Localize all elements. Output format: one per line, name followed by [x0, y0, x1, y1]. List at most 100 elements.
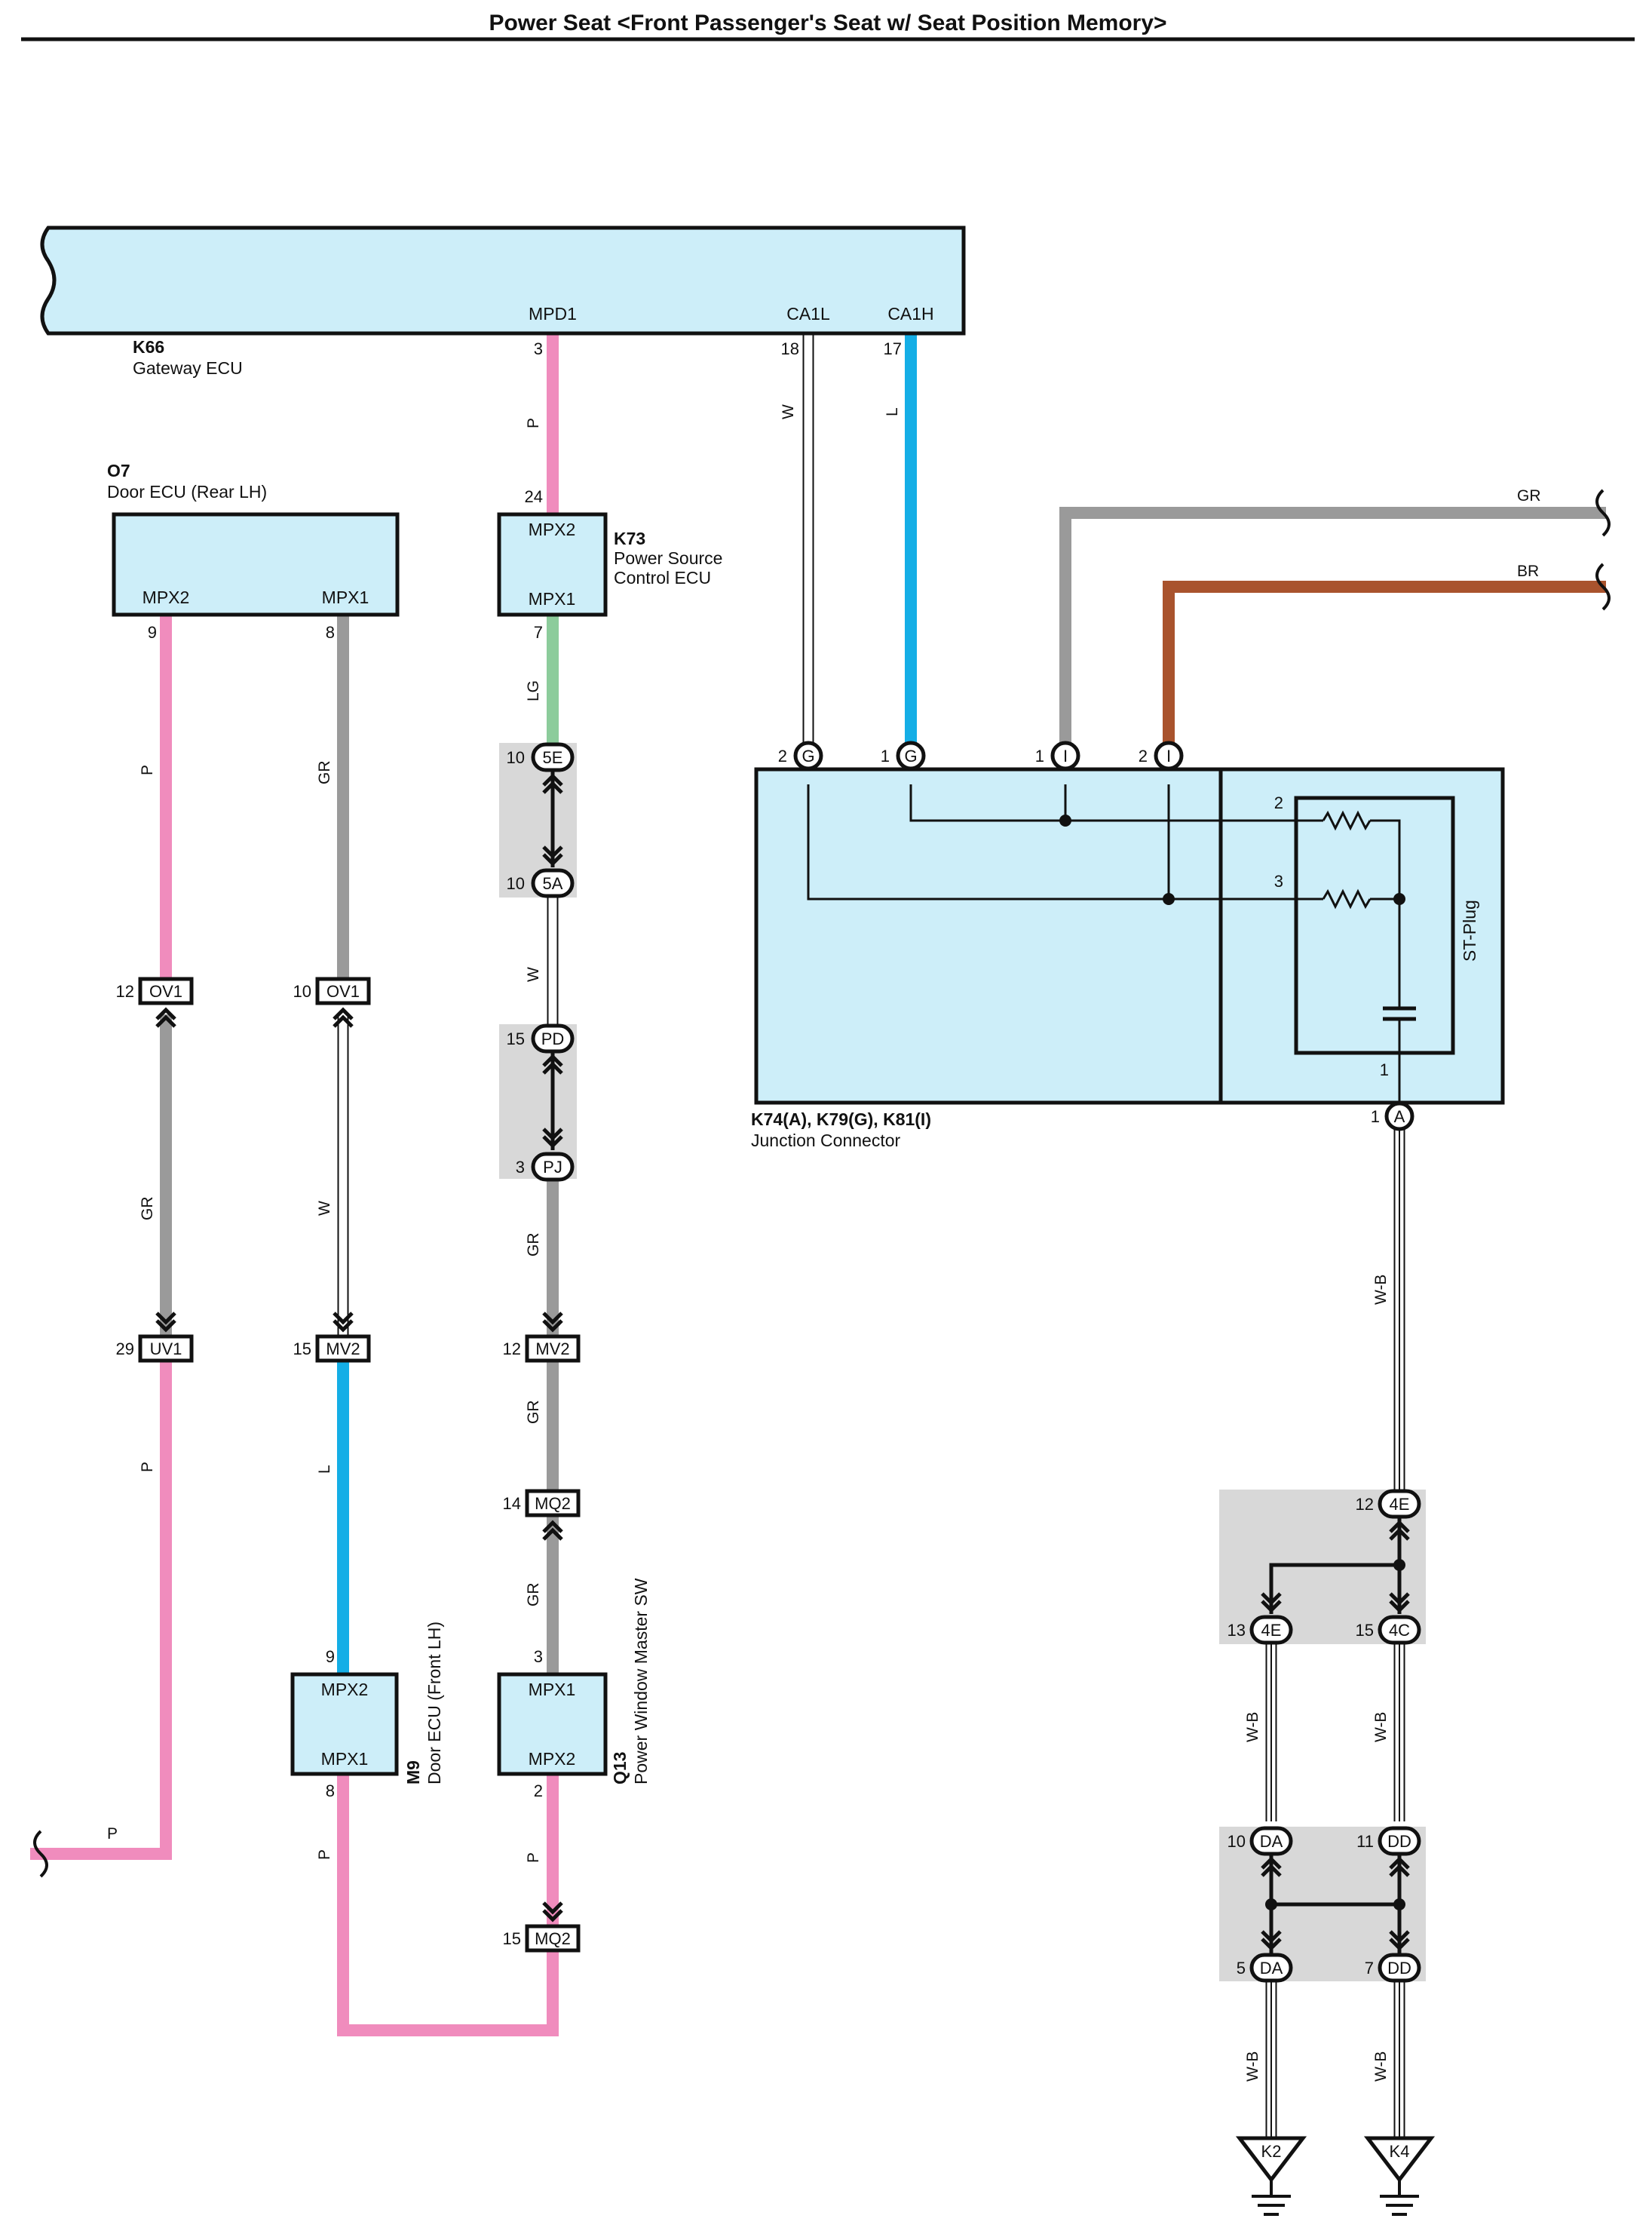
circuit-node-i2	[1163, 893, 1175, 905]
connector-4c-label: 4C	[1389, 1621, 1410, 1640]
joint-4e-node	[1393, 1559, 1405, 1571]
connector-uv1	[138, 1334, 194, 1363]
ground-triangle-icon	[1363, 2136, 1436, 2183]
connector-4e-left-label: 4E	[1261, 1621, 1282, 1640]
stplug-bus-top	[1370, 819, 1401, 1008]
q13-power-window-master-sw: MPX1 MPX2 Q13 Power Window Master SW 3 2	[497, 1578, 651, 1800]
break-mark-br	[1595, 563, 1611, 611]
o7-terminal-mpx2: MPX2	[143, 588, 190, 607]
pin-i2: 2	[1139, 747, 1148, 766]
junction-name: Junction Connector	[751, 1131, 901, 1150]
wire-label-wb: W-B	[1372, 1712, 1390, 1742]
pin-res-top: 2	[1274, 793, 1283, 812]
pin-k66-ca1h: 17	[884, 339, 902, 358]
k66-terminal-ca1l: CA1L	[786, 304, 830, 324]
connector-mv2-m9	[315, 1334, 371, 1363]
connector-mv2-q13	[525, 1334, 581, 1363]
connector-5e-label: 5E	[543, 748, 563, 767]
connector-5a-label: 5A	[543, 874, 563, 893]
resistor-top	[1322, 810, 1372, 831]
connector-4e-top-label: 4E	[1390, 1495, 1410, 1514]
connector-da-bottom-label: DA	[1260, 1959, 1283, 1978]
pin-o7-mpx2: 9	[148, 623, 157, 642]
m9-box	[290, 1672, 399, 1776]
circuit-node-i1	[1059, 815, 1071, 827]
terminal-i1-label: I	[1063, 747, 1068, 766]
pin-g1: 1	[881, 747, 890, 766]
pin-5a: 10	[507, 874, 525, 893]
k73-code: K73	[614, 529, 645, 548]
terminal-g2-label: G	[801, 747, 814, 766]
o7-name: Door ECU (Rear LH)	[107, 482, 267, 502]
page-title: Power Seat <Front Passenger's Seat w/ Se…	[489, 11, 1166, 35]
pin-ov1-gr: 10	[293, 982, 311, 1001]
wire-label-p: P	[316, 1849, 333, 1860]
wire-label-w: W	[525, 967, 542, 982]
pin-4c: 15	[1356, 1621, 1374, 1640]
connector-da-top	[1249, 1826, 1293, 1856]
wire-label-wb: W-B	[1244, 2051, 1261, 2082]
resistor-bottom	[1322, 888, 1372, 910]
ground-k4-label: K4	[1390, 2142, 1410, 2161]
connector-ov1-p-label: OV1	[149, 982, 182, 1001]
pin-a1: 1	[1371, 1107, 1380, 1126]
connector-4e-top	[1378, 1489, 1421, 1519]
stplug-inner-frame	[1294, 796, 1455, 1055]
wire-label-gr: GR	[1517, 487, 1541, 505]
pin-res-bottom: 3	[1274, 872, 1283, 891]
o7-code: O7	[107, 461, 130, 480]
q13-terminal-mpx1: MPX1	[529, 1680, 576, 1699]
k66-name: Gateway ECU	[133, 358, 243, 378]
wire-label-br: BR	[1517, 563, 1539, 580]
connector-dd-bottom	[1378, 1953, 1421, 1983]
pin-mq2-top: 14	[503, 1494, 521, 1513]
ground-k2: K2	[1235, 2136, 1307, 2216]
k73-power-source-control-ecu: MPX2 MPX1 K73 Power Source Control ECU 2…	[497, 487, 722, 642]
pin-q13-mpx2: 2	[534, 1781, 543, 1800]
connector-joints: 5E 5A 10 10 PD PJ 15 3 4E 4E 4C 12 13 15	[499, 742, 1426, 1983]
pin-mq2-bottom: 15	[503, 1929, 521, 1948]
connector-mq2-top-label: MQ2	[535, 1494, 571, 1513]
wire-label-wb: W-B	[1244, 1712, 1261, 1742]
connector-pd-label: PD	[541, 1029, 565, 1048]
wire-label-w: W	[780, 404, 797, 419]
connector-mq2-bottom-label: MQ2	[535, 1929, 571, 1948]
connector-5a	[531, 868, 575, 898]
pin-o7-mpx1: 8	[326, 623, 335, 642]
k73-name-line2: Control ECU	[614, 568, 711, 588]
wire-label-lg: LG	[525, 680, 542, 701]
pin-q13-mpx1: 3	[534, 1647, 543, 1666]
pin-4e-left: 13	[1228, 1621, 1246, 1640]
m9-door-ecu-front-lh: MPX2 MPX1 M9 Door ECU (Front LH) 9 8	[290, 1622, 444, 1800]
connector-da-top-label: DA	[1260, 1832, 1283, 1851]
break-mark-gr	[1595, 489, 1611, 537]
wire-color-labels: P LG W GR GR GR P P GR P P GR W L P W L …	[107, 404, 1541, 2082]
connector-uv1-label: UV1	[150, 1339, 182, 1358]
pin-cap: 1	[1380, 1060, 1389, 1079]
pin-k66-mpd1: 3	[534, 339, 543, 358]
k73-terminal-mpx2: MPX2	[529, 520, 576, 539]
k66-box	[40, 226, 966, 336]
q13-terminal-mpx2: MPX2	[529, 1749, 576, 1769]
k66-terminal-ca1h: CA1H	[887, 304, 933, 324]
wire-label-gr: GR	[525, 1583, 542, 1607]
k73-name-line1: Power Source	[614, 548, 722, 568]
q13-name: Power Window Master SW	[631, 1578, 651, 1784]
junction-box-main	[754, 767, 1223, 1105]
k73-terminal-mpx1: MPX1	[529, 589, 576, 609]
break-mark-pink	[33, 1830, 48, 1878]
wires	[30, 333, 1606, 2138]
connector-ov1-p	[138, 977, 194, 1005]
o7-terminal-mpx1: MPX1	[322, 588, 369, 607]
terminal-i2	[1154, 741, 1184, 771]
m9-name: Door ECU (Front LH)	[424, 1622, 444, 1784]
inline-connectors: OV1 12 OV1 10 UV1 29 MV2 15 MV2 12 MQ2 1…	[116, 977, 581, 1953]
terminal-a-label: A	[1394, 1107, 1405, 1126]
stplug-node	[1393, 893, 1405, 905]
wire-label-gr: GR	[316, 761, 333, 785]
pin-pj: 3	[516, 1158, 525, 1177]
connector-mq2-bottom	[525, 1924, 581, 1953]
m9-code: M9	[403, 1760, 423, 1784]
stplug-label: ST-Plug	[1460, 900, 1479, 962]
